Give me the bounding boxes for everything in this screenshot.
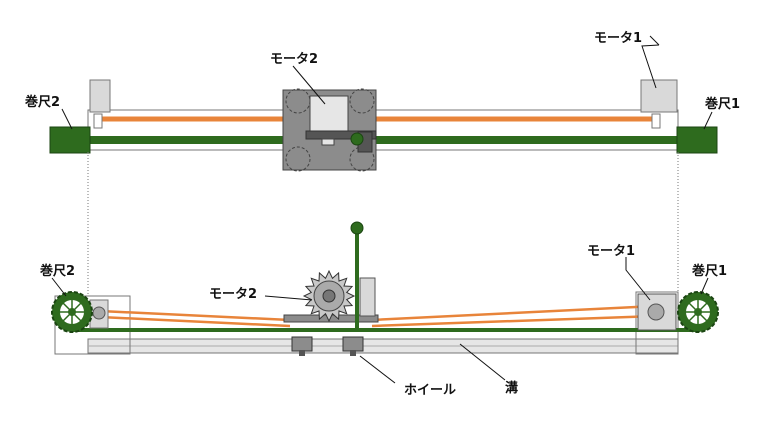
top-left-post	[89, 79, 111, 113]
label-tape2-bottom: 巻尺2	[39, 263, 75, 279]
top-left-pulley	[93, 113, 103, 129]
side-view: 巻尺2 巻尺1 モータ1 モータ2 ホイール 溝	[39, 221, 727, 398]
label-motor2-bottom: モータ2	[209, 287, 257, 302]
side-orange-band-4	[371, 314, 657, 328]
label-motor1-top: モータ1	[594, 31, 642, 46]
side-wheel-left	[291, 336, 313, 352]
top-right-pulley	[651, 113, 661, 129]
side-motor1-box	[637, 293, 677, 331]
top-carriage	[282, 88, 377, 172]
side-motor1-pulley	[647, 303, 665, 321]
side-wheel-right	[342, 336, 364, 352]
label-tape1-bottom: 巻尺1	[691, 263, 727, 279]
side-orange-band-1	[99, 309, 291, 322]
side-orange-band-3	[371, 304, 657, 322]
side-motor2-body	[359, 277, 376, 317]
top-tape2-box	[49, 126, 91, 154]
side-tape2-reel	[51, 291, 93, 333]
label-motor2-top: モータ2	[270, 52, 318, 67]
top-wheel	[350, 132, 364, 146]
label-motor1-bottom: モータ1	[587, 244, 635, 259]
side-rod-knob	[350, 221, 364, 235]
side-tape1-reel	[677, 291, 719, 333]
label-tape2-top: 巻尺2	[24, 94, 60, 110]
top-motor2-box	[309, 95, 349, 133]
label-groove: 溝	[505, 380, 518, 396]
side-right-frame	[635, 291, 679, 355]
label-tape1-top: 巻尺1	[704, 96, 740, 112]
top-tape1-box	[676, 126, 718, 154]
label-wheel: ホイール	[404, 383, 456, 398]
top-view: モータ1 モータ2 巻尺2 巻尺1	[24, 31, 740, 172]
side-orange-band-2	[99, 315, 291, 328]
side-left-frame	[54, 295, 131, 355]
top-green-tape	[88, 136, 678, 144]
top-motor1-box	[640, 79, 678, 113]
